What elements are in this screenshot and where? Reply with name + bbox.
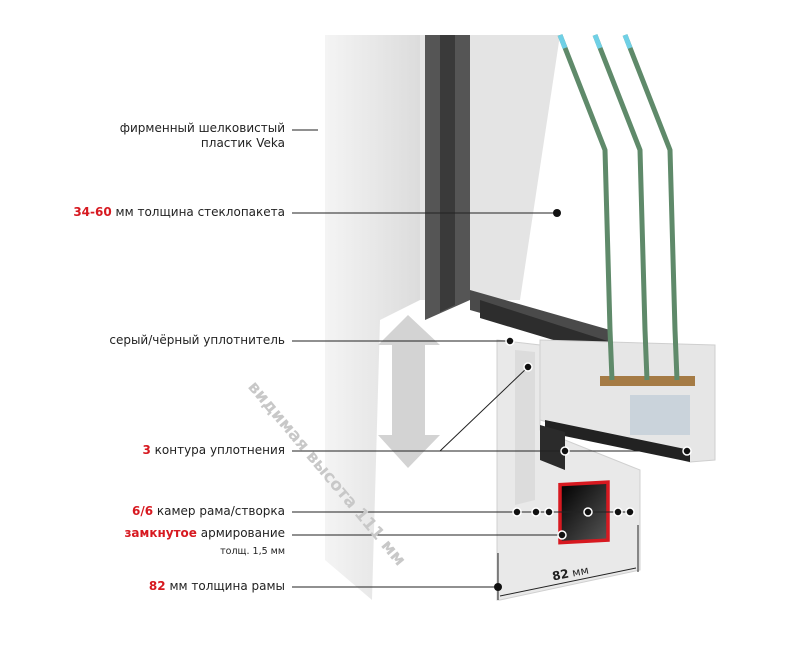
reinf-note: толщ. 1,5 мм <box>220 546 285 557</box>
callout-dot <box>553 209 561 217</box>
callout-dot <box>512 507 522 517</box>
callout-lines <box>292 129 687 600</box>
contours-value: 3 <box>142 443 151 457</box>
label-reinforcement: замкнутое армирование <box>124 526 285 541</box>
callout-dot <box>523 362 533 372</box>
label-chambers: 6/6 камер рама/створка <box>132 504 285 519</box>
plastic-line1: фирменный шелковистый <box>119 121 285 135</box>
callout-dot <box>544 507 554 517</box>
callout-dot <box>613 507 623 517</box>
glass-pane <box>592 34 650 381</box>
callout-dot <box>557 530 567 540</box>
callout-dot <box>531 507 541 517</box>
callout-dot <box>682 446 692 456</box>
glass-value: 34-60 <box>73 205 112 219</box>
height-arrow-icon <box>378 315 440 468</box>
frame-text: мм толщина рамы <box>169 579 285 593</box>
callout-line <box>439 366 529 452</box>
callout-dot <box>505 336 515 346</box>
frame-value: 82 <box>148 579 166 593</box>
frame-seal <box>540 425 565 470</box>
chambers-text: камер рама/створка <box>156 504 285 518</box>
glass-pane <box>622 34 680 381</box>
callout-dot <box>583 507 593 517</box>
glass-spacer <box>600 376 695 386</box>
sash-dark-rail <box>440 35 455 312</box>
frame-face <box>325 35 420 600</box>
reinf-value: замкнутое <box>124 526 197 540</box>
label-frame: 82 мм толщина рамы <box>149 579 285 594</box>
glass-edge <box>557 34 568 49</box>
sash-reinforcement <box>630 395 690 435</box>
glass-text: мм толщина стеклопакета <box>115 205 285 219</box>
glass-edge <box>622 34 633 49</box>
callout-dot <box>494 583 502 591</box>
dimension-line <box>499 567 637 597</box>
label-glass: 34-60 мм толщина стеклопакета <box>73 205 285 220</box>
glass-pane <box>557 34 615 381</box>
glass-panes <box>557 34 680 381</box>
glass-edge <box>592 34 603 49</box>
label-plastic: фирменный шелковистый пластик Veka <box>120 121 285 151</box>
plastic-line2: пластик Veka <box>200 136 285 150</box>
label-contours: 3 контура уплотнения <box>142 443 285 458</box>
label-seal: серый/чёрный уплотнитель <box>109 333 285 347</box>
callout-dots <box>494 209 692 591</box>
reinf-text: армирование <box>200 526 285 540</box>
frame-chamber-wall <box>515 350 535 505</box>
contours-text: контура уплотнения <box>154 443 285 457</box>
chambers-value: 6/6 <box>131 504 154 518</box>
callout-dot <box>560 446 570 456</box>
callout-dot <box>625 507 635 517</box>
